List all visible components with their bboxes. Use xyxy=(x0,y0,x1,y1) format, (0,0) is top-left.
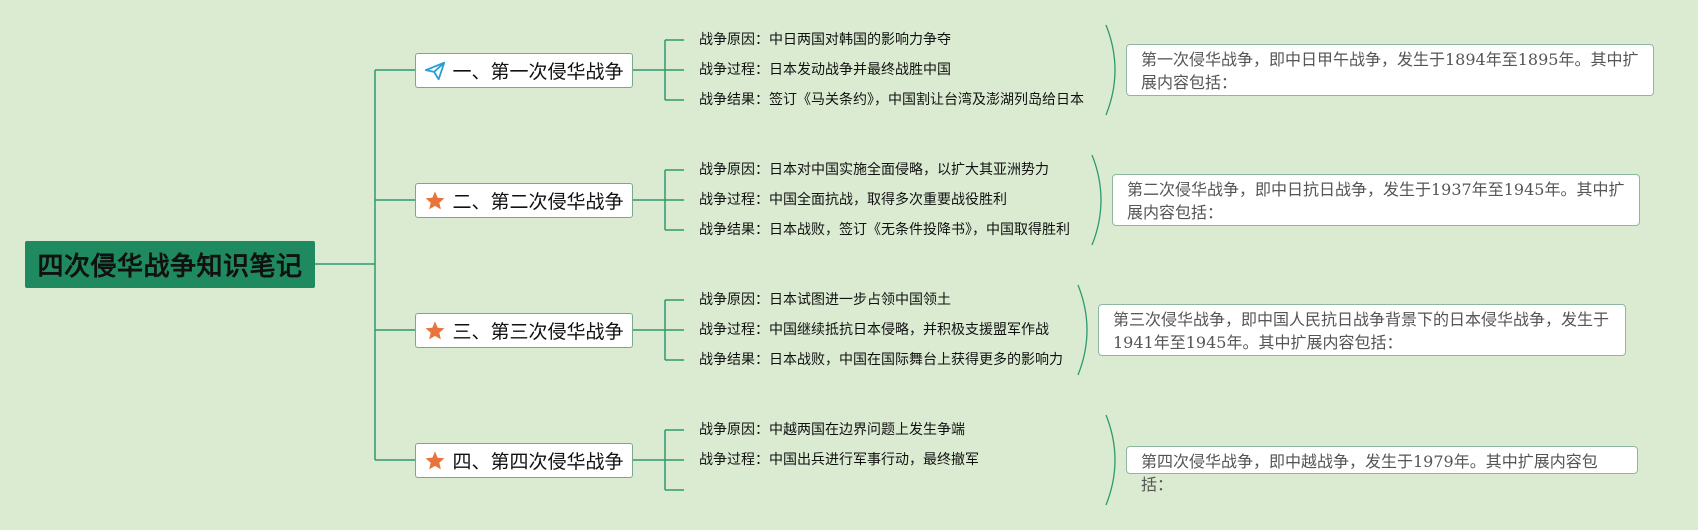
summary-note-4[interactable]: 第四次侵华战争，即中越战争，发生于1979年。其中扩展内容包括： xyxy=(1126,446,1638,494)
leaf-1-3: 战争结果：签订《马关条约》，中国割让台湾及澎湖列岛给日本 xyxy=(699,92,1084,108)
star-icon xyxy=(424,190,446,212)
leaf-1-2: 战争过程：日本发动战争并最终战胜中国 xyxy=(699,62,951,78)
branch-label-2: 二、第二次侵华战争 xyxy=(452,191,624,213)
summary-bracket-2 xyxy=(1091,154,1102,246)
summary-note-1[interactable]: 第一次侵华战争，即中日甲午战争，发生于1894年至1895年。其中扩展内容包括： xyxy=(1126,44,1654,96)
root-title: 四次侵华战争知识笔记 xyxy=(37,252,303,282)
leaf-3-2: 战争过程：中国继续抵抗日本侵略，并积极支援盟军作战 xyxy=(699,322,1049,338)
leaf-2-1: 战争原因：日本对中国实施全面侵略，以扩大其亚洲势力 xyxy=(699,162,1049,178)
leaf-3-3: 战争结果：日本战败，中国在国际舞台上获得更多的影响力 xyxy=(699,352,1063,368)
summary-note-3[interactable]: 第三次侵华战争，即中国人民抗日战争背景下的日本侵华战争，发生于1941年至194… xyxy=(1098,304,1626,356)
branch-label-4: 四、第四次侵华战争 xyxy=(452,451,624,473)
leaf-connectors-1 xyxy=(633,39,684,101)
leaf-2-3: 战争结果：日本战败，签订《无条件投降书》，中国取得胜利 xyxy=(699,222,1070,238)
leaf-connectors-2 xyxy=(633,169,684,231)
summary-bracket-3 xyxy=(1077,284,1088,376)
leaf-1-1: 战争原因：中日两国对韩国的影响力争夺 xyxy=(699,32,951,48)
paper-plane-icon xyxy=(424,60,446,82)
branch-node-2[interactable]: 二、第二次侵华战争 xyxy=(415,183,633,218)
leaf-4-1: 战争原因：中越两国在边界问题上发生争端 xyxy=(699,422,965,438)
leaf-connectors-3 xyxy=(633,299,684,361)
leaf-3-1: 战争原因：日本试图进一步占领中国领土 xyxy=(699,292,951,308)
star-icon xyxy=(424,320,446,342)
star-icon xyxy=(424,450,446,472)
branch-node-3[interactable]: 三、第三次侵华战争 xyxy=(415,313,633,348)
summary-note-2[interactable]: 第二次侵华战争，即中日抗日战争，发生于1937年至1945年。其中扩展内容包括： xyxy=(1112,174,1640,226)
branch-node-1[interactable]: 一、第一次侵华战争 xyxy=(415,53,633,88)
branch-node-4[interactable]: 四、第四次侵华战争 xyxy=(415,443,633,478)
leaf-4-2: 战争过程：中国出兵进行军事行动，最终撤军 xyxy=(699,452,979,468)
branch-label-1: 一、第一次侵华战争 xyxy=(452,61,624,83)
leaf-2-2: 战争过程：中国全面抗战，取得多次重要战役胜利 xyxy=(699,192,1007,208)
leaf-connectors-4 xyxy=(633,429,684,491)
summary-bracket-1 xyxy=(1105,24,1116,116)
root-node[interactable]: 四次侵华战争知识笔记 xyxy=(25,241,315,288)
summary-bracket-4 xyxy=(1105,414,1116,506)
branch-label-3: 三、第三次侵华战争 xyxy=(452,321,624,343)
